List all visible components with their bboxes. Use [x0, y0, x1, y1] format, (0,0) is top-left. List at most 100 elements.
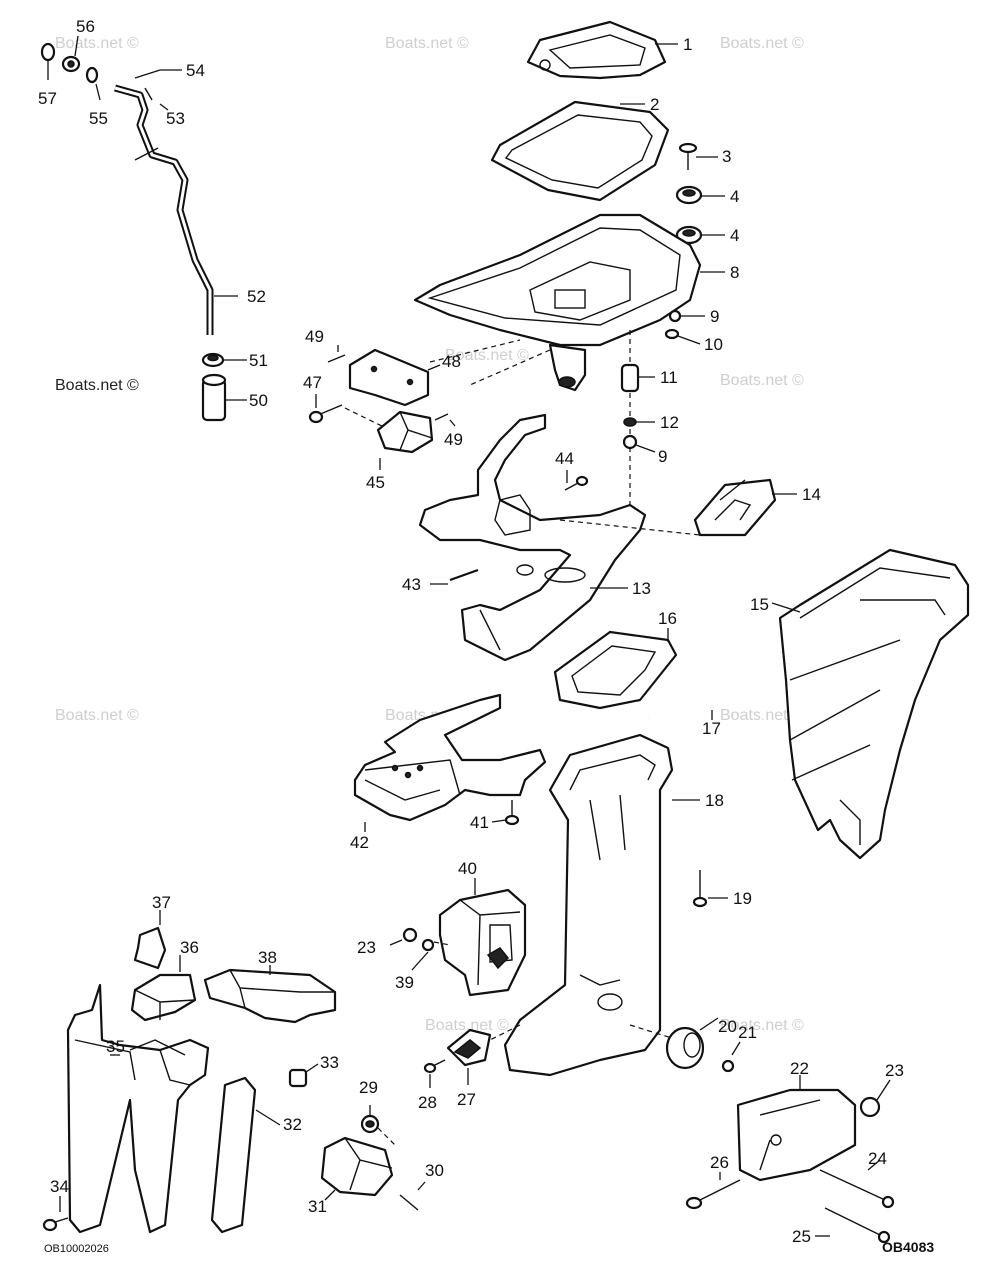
part-32-strip: [210, 1076, 281, 1234]
callout-23: 23: [885, 1061, 904, 1080]
part-13-swivel-bracket: [418, 413, 647, 662]
part-3-screw: [678, 142, 718, 170]
callout-48: 48: [442, 352, 461, 371]
part-52-shift-rod: [114, 84, 238, 335]
callout-26: 26: [710, 1153, 729, 1172]
part-27-fitting: [446, 1028, 492, 1085]
callout-18: 18: [705, 791, 724, 810]
part-56-nut: [61, 35, 81, 73]
part-14-block: [693, 478, 797, 537]
callout-49: 49: [444, 430, 463, 449]
callout-8: 8: [730, 263, 739, 282]
part-23-nut-left: [389, 927, 418, 946]
part-48-plate: [348, 348, 441, 407]
part-47-bolt: [308, 394, 343, 424]
part-29-grommet: [360, 1105, 380, 1134]
part-2-seal: [490, 100, 670, 202]
callout-9: 9: [710, 307, 719, 326]
callout-3: 3: [722, 147, 731, 166]
part-15-lower-cover: [771, 548, 970, 860]
watermark: Boats.net ©: [55, 377, 139, 394]
callout-17: 17: [702, 719, 721, 738]
diagram-code-right: OB4083: [882, 1239, 934, 1255]
part-51-nut: [201, 352, 247, 368]
part-19-bolt: [692, 870, 728, 908]
part-57-washer: [40, 42, 56, 80]
callout-2: 2: [650, 95, 659, 114]
part-45-bracket: [376, 410, 434, 470]
callout-52: 52: [247, 287, 266, 306]
part-11-mount: [620, 363, 655, 393]
callout-28: 28: [418, 1093, 437, 1112]
part-20-grommet: [665, 1017, 719, 1070]
part-17-water-tube: [647, 686, 772, 760]
part-9-nut: [668, 309, 705, 323]
part-36-bracket: [130, 955, 197, 1022]
callout-29: 29: [359, 1078, 378, 1097]
part-1-gasket: [526, 20, 667, 80]
part-40-bracket: [438, 878, 527, 997]
part-24-bolt: [819, 1159, 895, 1209]
callout-19: 19: [733, 889, 752, 908]
part-4-grommet-upper: [675, 185, 725, 205]
callout-22: 22: [790, 1059, 809, 1078]
watermark: Boats.net ©: [720, 372, 804, 389]
callout-31: 31: [308, 1197, 327, 1216]
callout-15: 15: [750, 595, 769, 614]
callout-39: 39: [395, 973, 414, 992]
callout-38: 38: [258, 948, 277, 967]
part-44-screw: [564, 470, 589, 491]
callout-23: 23: [357, 938, 376, 957]
watermark: Boats.net ©: [720, 1017, 804, 1034]
callout-24: 24: [868, 1149, 887, 1168]
callout-42: 42: [350, 833, 369, 852]
callout-14: 14: [802, 485, 821, 504]
callout-49: 49: [305, 327, 324, 346]
callout-34: 34: [50, 1177, 69, 1196]
watermark: Boats.net ©: [720, 707, 804, 724]
callout-36: 36: [180, 938, 199, 957]
callout-33: 33: [320, 1053, 339, 1072]
callout-51: 51: [249, 351, 268, 370]
part-42-steering-arm: [353, 693, 547, 832]
callout-16: 16: [658, 609, 677, 628]
callout-54: 54: [186, 61, 205, 80]
callout-4: 4: [730, 187, 739, 206]
watermark: Boats.net ©: [55, 35, 139, 52]
part-54-clip: [134, 69, 182, 79]
watermark: Boats.net ©: [385, 35, 469, 52]
part-28-screw: [423, 1059, 446, 1088]
part-55-washer: [85, 66, 101, 101]
callout-35: 35: [106, 1037, 125, 1056]
callout-44: 44: [555, 449, 574, 468]
watermark: Boats.net ©: [55, 707, 139, 724]
callout-9: 9: [658, 447, 667, 466]
callout-41: 41: [470, 813, 489, 832]
part-26-bolt: [685, 1172, 741, 1210]
callout-25: 25: [792, 1227, 811, 1246]
callout-20: 20: [718, 1017, 737, 1036]
callout-43: 43: [402, 575, 421, 594]
part-49-screw-upper: [327, 345, 346, 363]
part-43-pin: [430, 568, 479, 585]
part-30-screw: [399, 1181, 426, 1211]
part-50-sleeve: [201, 373, 247, 422]
callout-40: 40: [458, 859, 477, 878]
callout-37: 37: [152, 893, 171, 912]
callout-57: 57: [38, 89, 57, 108]
part-23-nut: [859, 1079, 891, 1118]
part-34-screw: [42, 1196, 69, 1232]
callout-55: 55: [89, 109, 108, 128]
part-37-clip: [133, 910, 167, 970]
callout-27: 27: [457, 1090, 476, 1109]
callout-10: 10: [704, 335, 723, 354]
callout-11: 11: [660, 368, 678, 387]
part-12-washer: [623, 417, 655, 427]
diagram-code-left: OB10002026: [44, 1243, 109, 1255]
part-8-adapter-plate: [413, 213, 725, 392]
callout-21: 21: [738, 1023, 757, 1042]
callout-4: 4: [730, 226, 739, 245]
part-16-gasket: [553, 628, 678, 710]
